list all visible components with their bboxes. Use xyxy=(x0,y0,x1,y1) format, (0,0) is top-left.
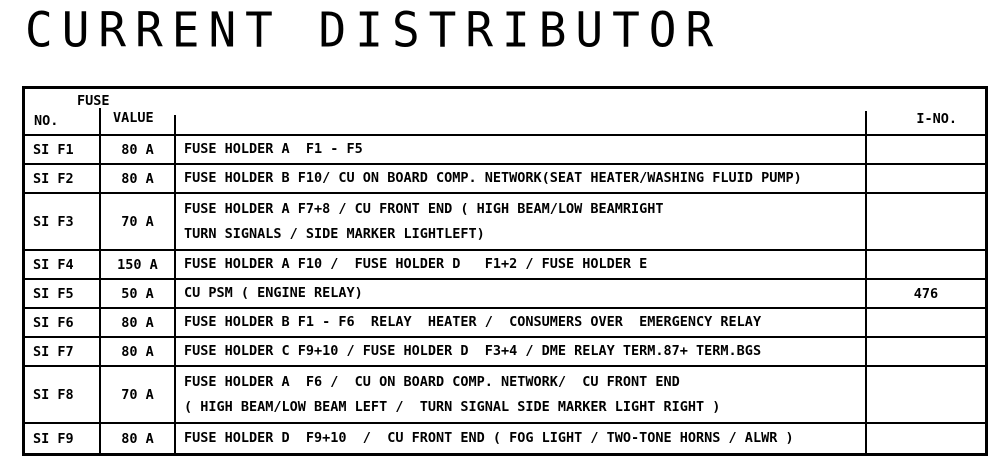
header-value-label: VALUE xyxy=(113,110,154,126)
header-divider-no-value xyxy=(99,108,101,134)
fuse-description-line: TURN SIGNALS / SIDE MARKER LIGHTLEFT) xyxy=(184,225,485,242)
fuse-description-cell: FUSE HOLDER B F1 - F6 RELAY HEATER / CON… xyxy=(176,309,867,336)
i-no-cell xyxy=(867,194,985,249)
fuse-description-line: FUSE HOLDER A F1 - F5 xyxy=(184,141,363,157)
fuse-description-line: FUSE HOLDER A F10 / FUSE HOLDER D F1+2 /… xyxy=(184,256,648,272)
fuse-value-cell: 150 A xyxy=(101,251,176,278)
fuse-no-cell: SI F5 xyxy=(25,280,101,307)
fuse-description-cell: FUSE HOLDER B F10/ CU ON BOARD COMP. NET… xyxy=(176,165,867,192)
fuse-description-line: ( HIGH BEAM/LOW BEAM LEFT / TURN SIGNAL … xyxy=(184,398,721,415)
header-fuse-label: FUSE xyxy=(77,93,110,109)
i-no-cell xyxy=(867,165,985,192)
page-title: CURRENT DISTRIBUTOR xyxy=(25,2,723,59)
fuse-no-cell: SI F8 xyxy=(25,367,101,422)
fuse-no-cell: SI F2 xyxy=(25,165,101,192)
header-divider-value-description xyxy=(174,115,176,134)
header-ino-label: I-NO. xyxy=(916,111,957,127)
i-no-cell xyxy=(867,309,985,336)
header-no-label: NO. xyxy=(34,113,59,129)
fuse-value-cell: 50 A xyxy=(101,280,176,307)
fuse-no-cell: SI F1 xyxy=(25,136,101,163)
fuse-value-cell: 80 A xyxy=(101,424,176,453)
fuse-no-cell: SI F4 xyxy=(25,251,101,278)
fuse-description-line: FUSE HOLDER B F10/ CU ON BOARD COMP. NET… xyxy=(184,170,802,186)
fuse-value-cell: 80 A xyxy=(101,309,176,336)
fuse-description-cell: FUSE HOLDER A F7+8 / CU FRONT END ( HIGH… xyxy=(176,194,867,249)
i-no-cell: 476 xyxy=(913,285,939,302)
fuse-value-cell: 80 A xyxy=(101,136,176,163)
fuse-value-cell: 70 A xyxy=(101,367,176,422)
fuse-description-cell: FUSE HOLDER A F6 / CU ON BOARD COMP. NET… xyxy=(176,367,867,422)
fuse-no-cell: SI F7 xyxy=(25,338,101,365)
fuse-description-line: FUSE HOLDER A F7+8 / CU FRONT END ( HIGH… xyxy=(184,200,664,217)
fuse-description-cell: FUSE HOLDER A F10 / FUSE HOLDER D F1+2 /… xyxy=(176,251,867,278)
i-no-cell xyxy=(867,251,985,278)
fuse-description-cell: FUSE HOLDER A F1 - F5 xyxy=(176,136,867,163)
i-no-cell xyxy=(867,367,985,422)
fuse-no-cell: SI F6 xyxy=(25,309,101,336)
i-no-cell xyxy=(867,136,985,163)
fuse-description-line: CU PSM ( ENGINE RELAY) xyxy=(184,285,363,301)
fuse-description-line: FUSE HOLDER B F1 - F6 RELAY HEATER / CON… xyxy=(184,314,762,330)
fuse-value-cell: 70 A xyxy=(101,194,176,249)
fuse-description-cell: FUSE HOLDER C F9+10 / FUSE HOLDER D F3+4… xyxy=(176,338,867,365)
table-header: FUSE NO. VALUE I-NO. xyxy=(25,89,985,136)
fuse-description-line: FUSE HOLDER A F6 / CU ON BOARD COMP. NET… xyxy=(184,373,680,390)
i-no-cell xyxy=(867,424,985,453)
fuse-value-cell: 80 A xyxy=(101,338,176,365)
fuse-description-cell: CU PSM ( ENGINE RELAY) xyxy=(176,280,867,307)
fuse-value-cell: 80 A xyxy=(101,165,176,192)
fuse-no-cell: SI F9 xyxy=(25,424,101,453)
fuse-description-cell: FUSE HOLDER D F9+10 / CU FRONT END ( FOG… xyxy=(176,424,867,453)
fuse-description-line: FUSE HOLDER C F9+10 / FUSE HOLDER D F3+4… xyxy=(184,343,762,359)
fuse-no-cell: SI F3 xyxy=(25,194,101,249)
i-no-cell xyxy=(867,338,985,365)
header-divider-description-ino xyxy=(865,111,867,134)
fuse-description-line: FUSE HOLDER D F9+10 / CU FRONT END ( FOG… xyxy=(184,430,794,446)
